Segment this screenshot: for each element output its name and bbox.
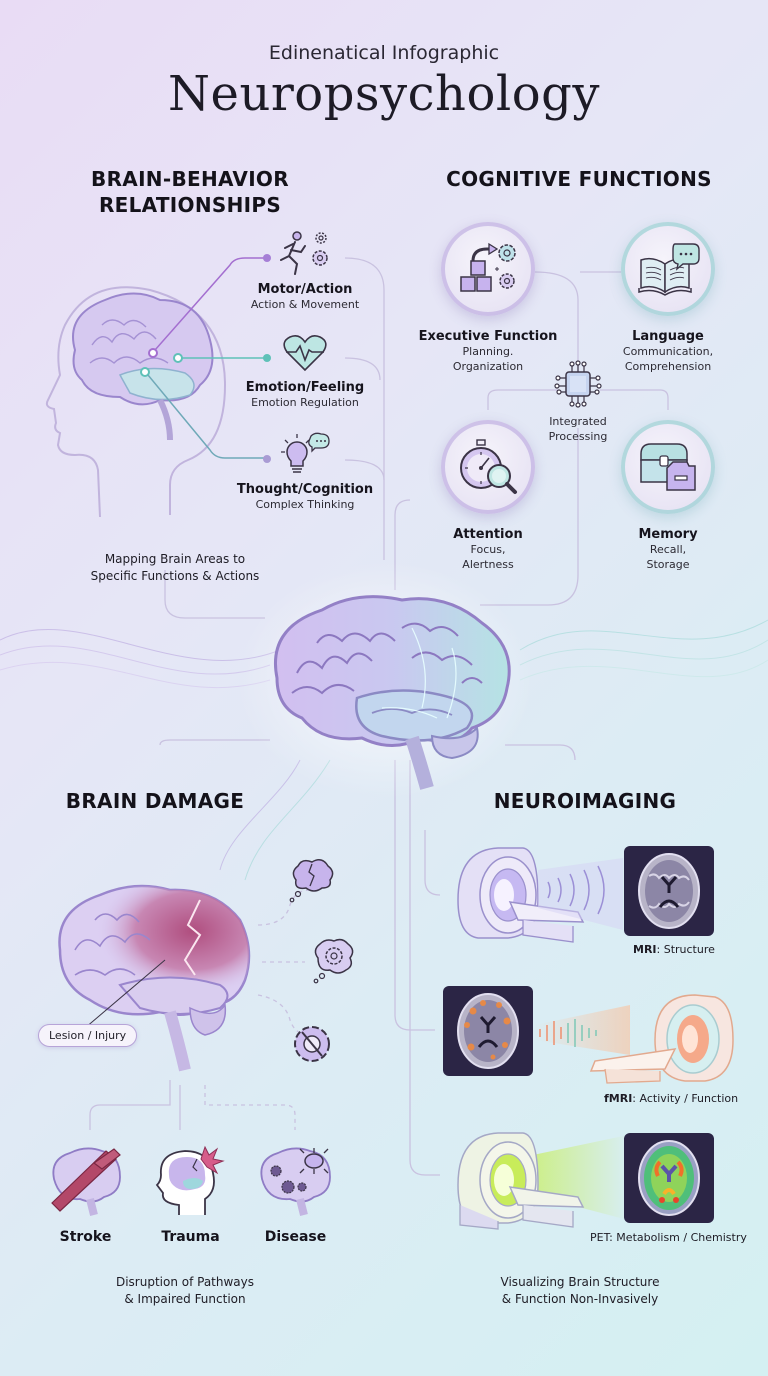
cause-disease: Disease: [248, 1145, 343, 1245]
brain-behavior-item-motor: Motor/Action Action & Movement: [240, 230, 370, 312]
brain-damage-caption: Disruption of Pathways & Impaired Functi…: [70, 1274, 300, 1308]
mri-label-rest: : Structure: [656, 943, 715, 956]
caption-line2: Specific Functions & Actions: [90, 569, 260, 583]
attention-circle: [441, 420, 535, 514]
pet-scan-image: [624, 1133, 714, 1223]
blocks-gears-icon: [457, 241, 519, 297]
integrated-line1: Integrated: [549, 415, 607, 428]
brain-behavior-item-thought: Thought/Cognition Complex Thinking: [235, 432, 375, 512]
chip-icon: [554, 360, 602, 408]
item-sub1: Focus,: [470, 543, 506, 556]
cognitive-item-executive: Executive Function Planning. Organizatio…: [413, 329, 563, 374]
item-sub: Action & Movement: [250, 298, 360, 311]
cause-stroke: Stroke: [38, 1145, 133, 1245]
item-label: Memory: [638, 527, 698, 542]
pet-label-bold: PET: [590, 1231, 610, 1244]
language-circle: [621, 222, 715, 316]
item-sub: Emotion Regulation: [251, 396, 359, 409]
stroke-brain-icon: [46, 1145, 126, 1216]
cognitive-item-memory: Memory Recall, Storage: [598, 527, 738, 572]
mri-scanner-illustration: [457, 847, 623, 943]
pet-scanner-illustration: [457, 1132, 628, 1230]
section-title-line1: BRAIN-BEHAVIOR: [91, 167, 289, 191]
section-title-brain-damage: BRAIN DAMAGE: [65, 789, 245, 813]
item-label: Motor/Action: [257, 282, 353, 297]
item-sub: Complex Thinking: [255, 498, 355, 511]
item-label: Thought/Cognition: [236, 482, 374, 497]
heart-pulse-icon: [282, 334, 328, 372]
central-brain-illustration: [274, 595, 511, 790]
thought-connector-dot: [263, 455, 271, 463]
caption-line1: Disruption of Pathways: [115, 1275, 255, 1289]
item-sub2: Alertness: [462, 558, 514, 571]
fmri-label-bold: fMRI: [604, 1092, 633, 1105]
mri-scan-image: [624, 846, 714, 936]
pet-label-rest: : Metabolism / Chemistry: [609, 1231, 747, 1244]
item-sub2: Comprehension: [624, 360, 712, 373]
emotion-connector-dot: [263, 354, 271, 362]
caption-line1: Visualizing Brain Structure: [500, 1275, 660, 1289]
book-speech-icon: [637, 242, 700, 296]
chest-folder-icon: [637, 440, 699, 494]
caption-line1: Mapping Brain Areas to: [104, 552, 246, 566]
stopwatch-magnifier-icon: [457, 438, 519, 496]
item-sub2: Storage: [646, 558, 690, 571]
section-title-brain-behavior: BRAIN-BEHAVIOR RELATIONSHIPS: [60, 166, 320, 218]
subtitle: Edinenatical Infographic: [268, 42, 500, 64]
caption-line2: & Impaired Function: [124, 1292, 246, 1306]
mri-label-bold: MRI: [633, 943, 657, 956]
disease-brain-icon: [256, 1145, 336, 1216]
mri-label: MRI: Structure: [633, 943, 715, 956]
item-sub2: Organization: [452, 360, 524, 373]
broken-thought-icon: [288, 858, 336, 904]
fmri-scanner-illustration: [535, 994, 734, 1084]
caption-line2: & Function Non-Invasively: [501, 1292, 659, 1306]
brain-behavior-caption: Mapping Brain Areas to Specific Function…: [60, 551, 290, 585]
motor-connector-dot: [263, 254, 271, 262]
executive-function-circle: [441, 222, 535, 316]
memory-circle: [621, 420, 715, 514]
item-sub1: Planning.: [462, 345, 514, 358]
item-sub1: Communication,: [622, 345, 714, 358]
item-label: Executive Function: [418, 329, 558, 344]
brain-behavior-item-emotion: Emotion/Feeling Emotion Regulation: [240, 334, 370, 410]
broken-gear-icon: [288, 1020, 336, 1068]
head-brain-illustration: [45, 257, 265, 518]
integrated-processing: Integrated Processing: [538, 360, 618, 444]
trauma-head-icon: [151, 1145, 231, 1215]
running-figure-gears-icon: [275, 230, 335, 276]
thought-gear-icon: [310, 938, 358, 984]
neuroimaging-caption: Visualizing Brain Structure & Function N…: [460, 1274, 700, 1308]
item-sub1: Recall,: [649, 543, 687, 556]
integrated-line2: Processing: [548, 430, 608, 443]
pet-label: PET: Metabolism / Chemistry: [590, 1231, 747, 1244]
cognitive-item-language: Language Communication, Comprehension: [598, 329, 738, 374]
fmri-label-rest: : Activity / Function: [632, 1092, 739, 1105]
lesion-injury-label: Lesion / Injury: [38, 1024, 138, 1047]
page-title: Neuropsychology: [168, 66, 600, 122]
cognitive-item-attention: Attention Focus, Alertness: [413, 527, 563, 572]
cause-label: Trauma: [161, 1229, 220, 1245]
fmri-label: fMRI: Activity / Function: [604, 1092, 738, 1105]
cause-label: Disease: [264, 1229, 327, 1245]
section-title-neuroimaging: NEUROIMAGING: [493, 789, 677, 813]
item-label: Emotion/Feeling: [245, 380, 365, 395]
item-label: Language: [632, 329, 704, 344]
lightbulb-speech-icon: [277, 432, 333, 476]
section-title-line2: RELATIONSHIPS: [98, 193, 282, 217]
cause-label: Stroke: [59, 1229, 112, 1245]
section-title-cognitive-functions: COGNITIVE FUNCTIONS: [446, 167, 712, 191]
fmri-scan-image: [443, 986, 533, 1076]
cause-trauma: Trauma: [143, 1145, 238, 1245]
damaged-brain-illustration: [58, 884, 251, 1072]
item-label: Attention: [453, 527, 523, 542]
